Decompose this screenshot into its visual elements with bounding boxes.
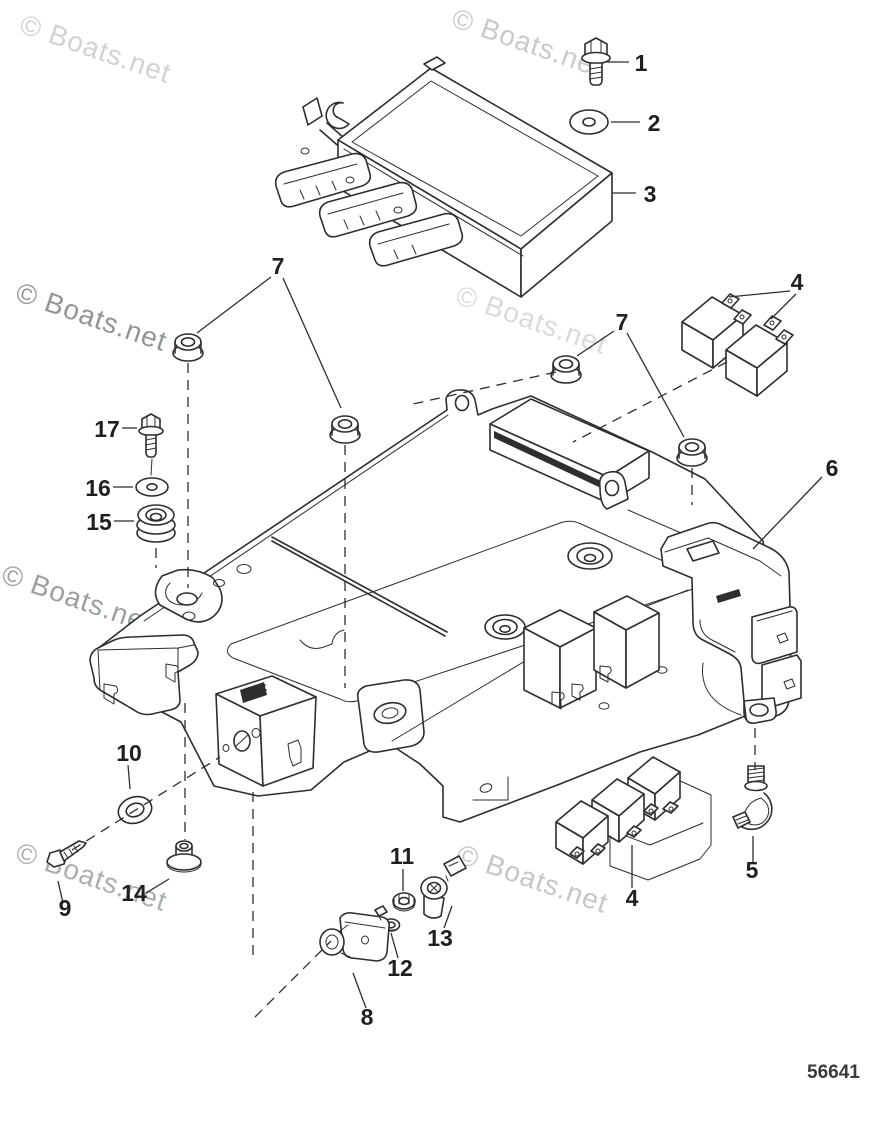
bushing-14-drawing — [166, 840, 202, 873]
washer-2-drawing — [569, 109, 609, 135]
callout-labels: 1 2 3 4 4 5 6 7 7 8 9 10 11 12 13 14 15 … — [59, 50, 839, 1030]
relay-lower-drawing — [555, 756, 712, 881]
watermark: © Boats.net — [12, 836, 171, 917]
relay-upper-drawing — [681, 293, 794, 397]
grommet-7a-drawing — [172, 333, 204, 362]
callout-1: 1 — [635, 50, 648, 76]
callout-7-right: 7 — [616, 309, 629, 335]
callout-5: 5 — [746, 857, 759, 883]
callout-7-left: 7 — [272, 253, 285, 279]
bolt-9-drawing — [46, 840, 87, 868]
callout-15: 15 — [86, 509, 112, 535]
callout-3: 3 — [644, 181, 657, 207]
callout-6: 6 — [826, 455, 839, 481]
callout-8: 8 — [361, 1004, 374, 1030]
drawing-number: 56641 — [807, 1062, 860, 1083]
nut-11-drawing — [392, 892, 416, 912]
grommet-7d-drawing — [676, 438, 708, 467]
callout-9: 9 — [59, 895, 72, 921]
callout-2: 2 — [648, 110, 661, 136]
leader-lines — [57, 61, 823, 1009]
sensor-8-drawing — [319, 905, 390, 962]
cover-6-drawing — [660, 521, 802, 724]
callout-17: 17 — [94, 416, 120, 442]
bolt-1-drawing — [581, 37, 611, 86]
main-bracket-drawing — [89, 389, 773, 823]
callout-12: 12 — [387, 955, 413, 981]
callout-14: 14 — [121, 880, 147, 906]
watermark: © Boats.net — [448, 2, 607, 83]
grommet-7c-drawing — [550, 355, 582, 384]
ecm-module-drawing — [274, 56, 613, 298]
grommet-15-drawing — [136, 504, 176, 543]
callout-11: 11 — [390, 843, 415, 869]
assembly-dashed-lines — [71, 361, 756, 1018]
grommet-7b-drawing — [329, 415, 361, 444]
callout-4-upper: 4 — [791, 269, 804, 295]
sensor-13-drawing — [420, 855, 467, 919]
bolt-17-drawing — [138, 413, 164, 476]
watermark: © Boats.net — [452, 279, 611, 360]
clamp-5-drawing — [732, 765, 773, 831]
callout-16: 16 — [85, 475, 111, 501]
callout-13: 13 — [427, 925, 453, 951]
callout-4-lower: 4 — [626, 885, 639, 911]
callout-10: 10 — [116, 740, 142, 766]
washer-16-drawing — [135, 477, 169, 497]
watermark: © Boats.net — [12, 276, 171, 357]
watermark: © Boats.net — [16, 8, 175, 89]
